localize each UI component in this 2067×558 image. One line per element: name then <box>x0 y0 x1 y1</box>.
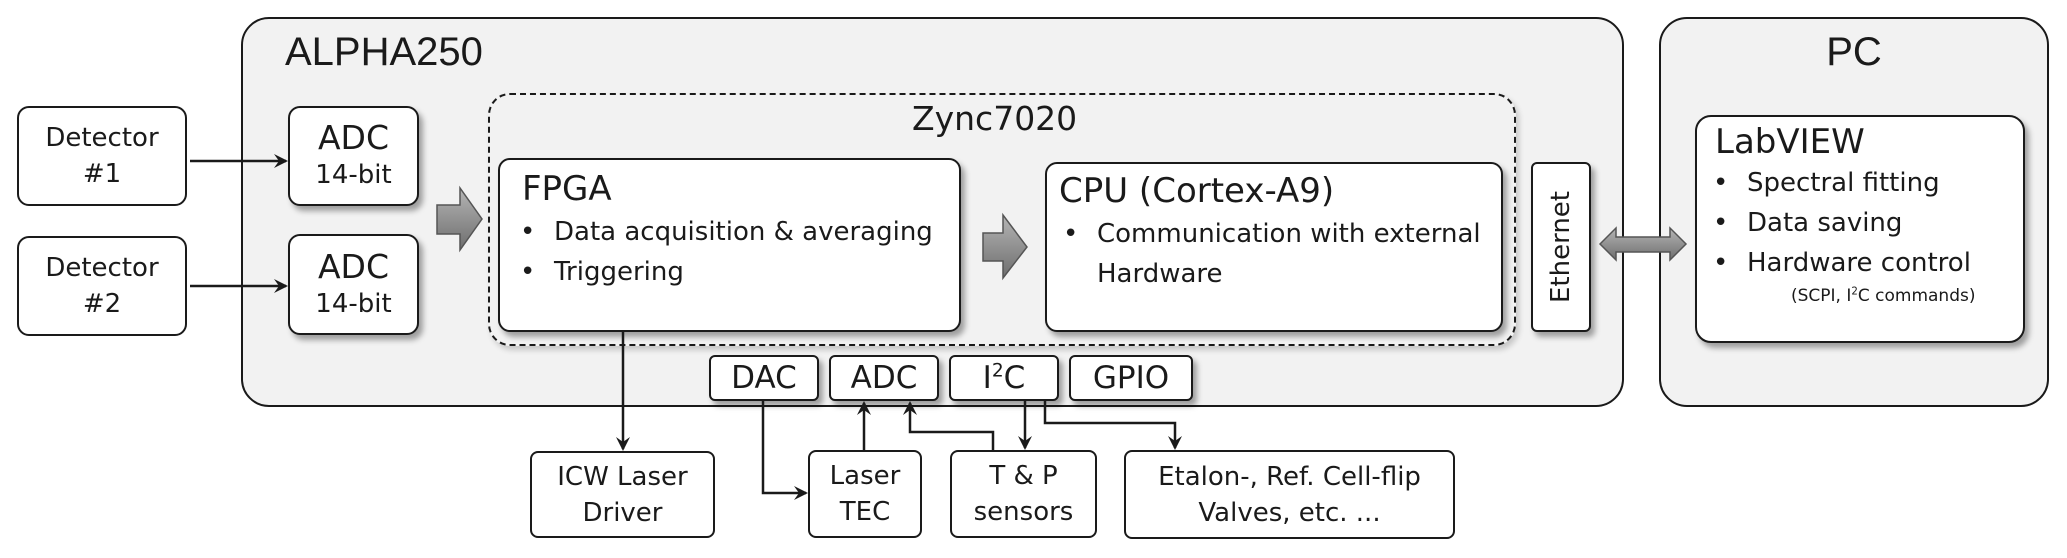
labview-command-note: (SCPI, I2C commands) <box>1715 283 2023 309</box>
tp-sensors-to-adc-arrow <box>903 401 995 450</box>
adc-to-fpga-block-arrow <box>436 185 483 253</box>
zynq-title: Zync7020 <box>912 99 1078 138</box>
detector-1: Detector #1 <box>17 106 187 206</box>
alpha250-title: ALPHA250 <box>285 30 483 74</box>
etalon-valves: Etalon-, Ref. Cell-flip Valves, etc. ... <box>1124 450 1455 539</box>
adc-input-2-title: ADC <box>317 246 390 286</box>
tp-sensors: T & P sensors <box>950 450 1097 538</box>
labview-block: LabVIEW Spectral fitting Data saving Har… <box>1695 115 2025 343</box>
tp-sensors-line2: sensors <box>973 497 1074 527</box>
laser-tec: Laser TEC <box>808 450 922 538</box>
icw-laser-driver-line2: Driver <box>582 497 663 528</box>
detector-2-number: #2 <box>82 289 122 319</box>
io-port-adc: ADC <box>829 355 939 401</box>
labview-feature: Data saving <box>1709 203 2023 243</box>
io-port-gpio: GPIO <box>1069 355 1193 401</box>
adc-input-1: ADC 14-bit <box>288 106 419 206</box>
ethernet-pc-bidirectional-arrow <box>1598 226 1688 262</box>
adc-input-1-resolution: 14-bit <box>315 160 392 190</box>
laser-tec-line2: TEC <box>839 497 891 527</box>
i2c-to-etalon-arrow <box>1043 401 1182 450</box>
io-port-i2c-label: I2C <box>983 359 1026 397</box>
dac-to-laser-tec-arrow <box>761 401 808 500</box>
adc-input-1-title: ADC <box>317 118 390 157</box>
i2c-sup: 2 <box>991 360 1004 382</box>
etalon-valves-line1: Etalon-, Ref. Cell-flip <box>1158 461 1421 492</box>
ethernet-port: Ethernet <box>1531 162 1591 332</box>
etalon-valves-line2: Valves, etc. ... <box>1198 497 1381 528</box>
labview-feature: Spectral fitting <box>1709 163 2023 203</box>
labview-note-prefix: (SCPI, I <box>1791 286 1852 306</box>
fpga-block: FPGA Data acquisition & averaging Trigge… <box>498 158 961 332</box>
adc-input-2: ADC 14-bit <box>288 234 419 335</box>
fpga-title: FPGA <box>522 169 612 209</box>
cpu-block: CPU (Cortex-A9) Communication with exter… <box>1045 162 1503 332</box>
laser-tec-line1: Laser <box>829 461 901 491</box>
detector-1-number: #1 <box>82 159 122 189</box>
detector-2: Detector #2 <box>17 236 187 336</box>
icw-laser-driver-line1: ICW Laser <box>557 461 688 492</box>
icw-laser-driver: ICW Laser Driver <box>530 451 715 538</box>
io-port-i2c: I2C <box>949 355 1059 401</box>
i2c-suffix: C <box>1003 360 1026 396</box>
cpu-title: CPU (Cortex-A9) <box>1059 171 1335 211</box>
detector-2-label: Detector <box>45 253 159 283</box>
labview-feature-list: Spectral fitting Data saving Hardware co… <box>1709 163 2023 283</box>
detector-1-label: Detector <box>45 123 159 153</box>
fpga-feature-list: Data acquisition & averaging Triggering <box>516 212 959 292</box>
zynq-region <box>488 93 1516 346</box>
fpga-to-cpu-block-arrow <box>982 212 1028 281</box>
cpu-feature: Communication with external <box>1059 214 1501 254</box>
io-port-dac-label: DAC <box>731 360 797 396</box>
fpga-feature: Data acquisition & averaging <box>516 212 959 252</box>
i2c-prefix: I <box>982 360 992 396</box>
fpga-feature: Triggering <box>516 252 959 292</box>
labview-title: LabVIEW <box>1715 122 1865 162</box>
labview-note-suffix: C commands) <box>1857 286 1976 306</box>
io-port-dac: DAC <box>709 355 819 401</box>
cpu-feature-continuation: Hardware <box>1097 259 1223 289</box>
labview-note-sup: 2 <box>1851 286 1858 298</box>
labview-feature: Hardware control <box>1709 243 2023 283</box>
io-port-adc-label: ADC <box>850 360 918 396</box>
tp-sensors-line1: T & P <box>989 461 1058 491</box>
cpu-feature-list: Communication with external <box>1059 214 1501 254</box>
pc-title: PC <box>1826 30 1882 74</box>
io-port-gpio-label: GPIO <box>1092 360 1170 396</box>
adc-input-2-resolution: 14-bit <box>315 288 392 319</box>
